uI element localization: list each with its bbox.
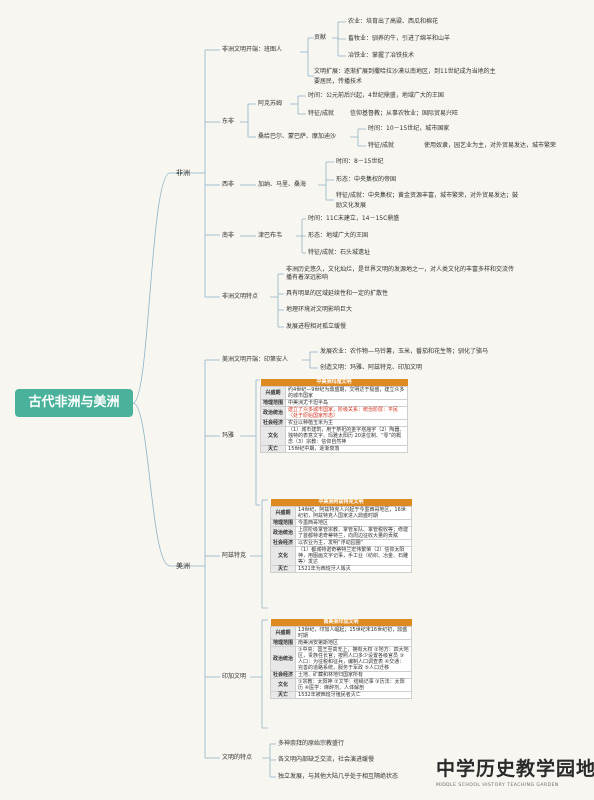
table-row-header: 社会经济 <box>269 538 297 547</box>
table-row-header: 社会经济 <box>259 418 287 427</box>
node-aksum-feature-text: 信仰基督教；从事农牧业；国际贸易兴旺 <box>350 110 459 117</box>
table-row-header: 社会经济 <box>269 670 297 679</box>
table-cell: ①中央：国王至高无上，拥有大权 ②地方：四大地区，贵族任长官；按照人口多少设置各… <box>295 645 412 672</box>
table-cell: 13世纪，印加人崛起；15世纪末16世纪初，鼎盛时期 <box>295 625 412 640</box>
table-row-header: 文化 <box>269 545 297 566</box>
table-row-header: 地理范围 <box>269 638 297 647</box>
node-am-trait-item: 多神崇拜的原始宗教盛行 <box>278 740 345 747</box>
table-row-header: 兴盛期 <box>259 385 287 400</box>
node-west-states[interactable]: 加纳、马里、桑海 <box>258 181 307 188</box>
node-south-africa[interactable]: 南非 <box>222 232 235 239</box>
node-contrib-item: 畜牧业：驯养的牛，引进了绵羊和山羊 <box>348 35 451 42</box>
table-row-header: 灭亡 <box>259 444 287 453</box>
branch-america[interactable]: 美洲 <box>176 562 190 570</box>
node-america-traits[interactable]: 文明的特点 <box>222 754 253 761</box>
node-south-time: 时间：11C末建立，14－15C鼎盛 <box>308 215 400 222</box>
table-cell: 14世纪，阿兹特克人兴起于今墨西哥地区，16世纪初，阿兹特克人国家进入鼎盛时期 <box>295 505 412 520</box>
table-row-header: 灭亡 <box>269 564 297 573</box>
node-trait-item: 非洲历史悠久，文化灿烂，是世界文明的发源地之一，对人类文化的丰富多样和交流传播有… <box>286 266 515 281</box>
maya-table-title: 中美洲玛雅文明 <box>260 379 408 386</box>
table-row-header: 兴盛期 <box>269 625 297 640</box>
table-row-header: 地理范围 <box>269 518 297 527</box>
node-contrib-item: 冶铁业：掌握了冶铁技术 <box>348 52 415 59</box>
node-america-civs: 创造文明：玛雅、阿兹特克、印加文明 <box>320 364 423 371</box>
node-america-agri: 发展农业：农作物—马铃薯，玉米，番茄和花生等；驯化了骆马 <box>320 348 489 355</box>
brand-logo: 中学历史教学园地 MIDDLE SCHOOL HISTORY TEACHING … <box>436 754 594 794</box>
node-west-time: 时间：8－15世纪 <box>336 158 384 165</box>
node-swahili-time: 时间：10－15世纪，城市国家 <box>368 125 450 132</box>
brand-title: 中学历史教学园地 <box>436 758 594 780</box>
node-africa-traits[interactable]: 非洲文明特点 <box>222 293 259 300</box>
table-row-header: 灭亡 <box>269 690 297 699</box>
aztec-table-title: 中美洲阿兹特克文明 <box>270 499 412 506</box>
node-america-origin[interactable]: 美洲文明开端：印第安人 <box>222 356 289 363</box>
node-west-form: 形态：中央集权的帝国 <box>336 176 397 183</box>
table-row-header: 地理范围 <box>259 398 287 407</box>
table-cell: ①宗教：太阳神 ②文学：结绳记事 ③历法：太阳历 ④医学：麻醉剂、人体解剖 <box>295 677 412 692</box>
node-trait-item: 具有明显的区域延续性和一定的扩散性 <box>286 290 389 297</box>
node-trait-item: 地理环境对文明影响巨大 <box>286 306 353 313</box>
table-cell: 上层阶级掌管宗教、掌管军队、掌管税收等；修建了首都特诺奇蒂特兰，向周边征收大量的… <box>295 525 412 540</box>
table-row-header: 文化 <box>269 677 297 692</box>
table-row-header: 政治统治 <box>269 525 297 540</box>
node-aksum[interactable]: 阿克苏姆 <box>258 100 283 107</box>
node-swahili-feature-text: 使用奴隶，园艺业为主，对外贸易发达，城市繁荣 <box>424 142 557 149</box>
table-cell: 1521年为西班牙人毁灭 <box>295 564 412 573</box>
node-west-feature-line1: 特征/成就：中央集权；黄金资源丰富，城市繁荣，对外贸易发达；鼓 <box>336 192 519 199</box>
node-east-africa[interactable]: 东非 <box>222 118 235 125</box>
node-inca[interactable]: 印加文明 <box>222 673 247 680</box>
node-spread-line1: 文明扩展：逐渐扩展到撒哈拉沙漠以南地区，到11世纪成为当地的主 <box>314 68 496 75</box>
node-contrib-item: 农业：培育出了高粱、西瓜和棉花 <box>348 18 439 25</box>
table-cell: 中美洲尤卡坦半岛 <box>285 398 408 407</box>
inca-table-title: 南美洲印加文明 <box>270 619 412 626</box>
node-trait-item: 发展进程相对孤立缓慢 <box>286 323 347 330</box>
table-cell: 1532年被西班牙殖民者灭亡 <box>295 690 412 699</box>
table-cell: 约4世纪—9世纪为鼎盛期，文明达于极盛，建立众多的城市国家 <box>285 385 408 400</box>
table-cell: 15世纪中期，逐渐衰落 <box>285 444 408 453</box>
table-cell: 土地、矿藏和林地归国家所有 <box>295 670 412 679</box>
branch-africa[interactable]: 非洲 <box>176 169 190 177</box>
brand-subtitle: MIDDLE SCHOOL HISTORY TEACHING GARDEN <box>436 783 559 788</box>
table-cell: （1）都城特诺奇蒂特兰宏伟繁荣（2）信仰太阳神，用图画文字记事，手工业（纺织、冶… <box>295 545 412 566</box>
table-row-header: 兴盛期 <box>269 505 297 520</box>
table-cell: 农业以种植玉米为主 <box>285 418 408 427</box>
node-south-form: 形态：地域广大的王国 <box>308 232 369 239</box>
table-cell: （1）城市建筑，用于祭祀的金字塔庙宇（2）陶器、独特的表意文字、玛雅太阳历 20… <box>285 425 408 446</box>
maya-table: 中美洲玛雅文明 兴盛期约4世纪—9世纪为鼎盛期，文明达于极盛，建立众多的城市国家… <box>259 379 408 453</box>
table-row-header: 政治统治 <box>259 405 287 420</box>
table-cell: 以农业为主，发明“浮动园圃” <box>295 538 412 547</box>
node-contribution[interactable]: 贡献 <box>314 34 327 41</box>
node-west-feature-line2: 励文化发展 <box>336 202 367 209</box>
node-aksum-time: 时间：公元前后兴起，4世纪鼎盛，地域广大的王国 <box>308 92 444 99</box>
table-row-header: 政治统治 <box>269 645 297 672</box>
node-am-trait-item: 各文明内部缺乏交流，社会演进缓慢 <box>278 756 375 763</box>
node-aztec[interactable]: 阿兹特克 <box>222 552 247 559</box>
node-aksum-feature: 特征/成就 <box>308 110 335 117</box>
root-topic[interactable]: 古代非洲与美洲 <box>15 389 133 417</box>
node-swahili-cities[interactable]: 桑给巴尔、蒙巴萨、摩加迪沙 <box>258 133 337 140</box>
table-cell: 南美洲安第斯地区 <box>295 638 412 647</box>
node-zimbabwe[interactable]: 津巴布韦 <box>258 232 283 239</box>
node-am-trait-item: 独立发展，与其他大陆几乎处于相互隔绝状态 <box>278 773 399 780</box>
node-swahili-feature: 特征/成就 <box>368 142 395 149</box>
table-cell: 建立了众多城市国家，阶级关系：统治阶层：平民（处于原始国家形态） <box>285 405 408 420</box>
node-maya[interactable]: 玛雅 <box>222 432 235 439</box>
table-row-header: 文化 <box>259 425 287 446</box>
node-africa-origin[interactable]: 非洲文明开端：班图人 <box>222 46 283 53</box>
node-west-africa[interactable]: 西非 <box>222 181 235 188</box>
node-spread-line2: 要居民，传播技术 <box>314 78 363 85</box>
node-south-feature: 特征/成就：石头城遗址 <box>308 249 371 256</box>
table-cell: 今墨西哥地区 <box>295 518 412 527</box>
